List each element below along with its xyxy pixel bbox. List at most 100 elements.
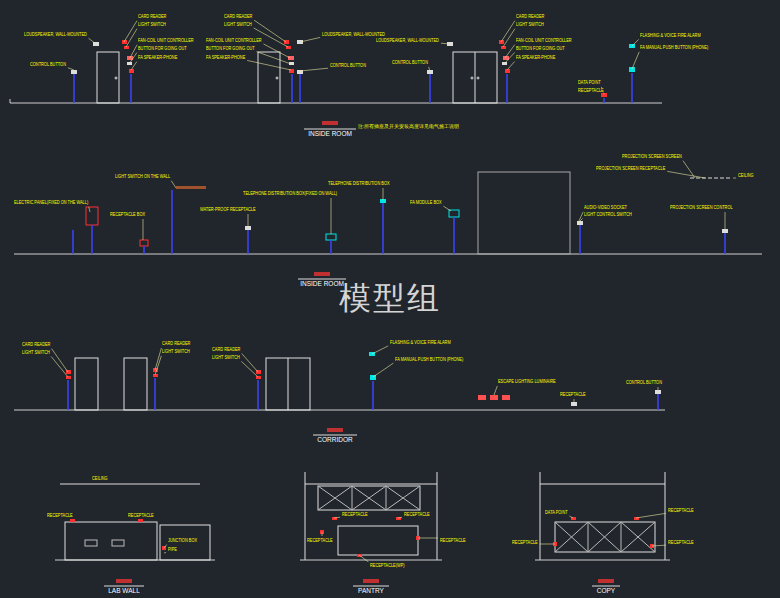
leader-line xyxy=(373,363,393,377)
corridor-elevation xyxy=(478,395,486,400)
title-marks xyxy=(598,579,614,583)
leader-line xyxy=(733,178,736,179)
leader-line xyxy=(164,552,166,554)
corridor-elevation xyxy=(153,374,158,377)
device-label: CEILING xyxy=(738,173,754,178)
inside-room-elevation xyxy=(429,74,431,103)
inside-room-elevation xyxy=(471,77,473,79)
device-label: LIGHT SWITCH xyxy=(212,355,240,360)
leader-line xyxy=(68,68,74,70)
inside-room-elevation xyxy=(276,77,278,79)
view-title: INSIDE ROOM xyxy=(300,281,344,288)
leader-line xyxy=(334,517,340,519)
title-marks xyxy=(322,121,338,125)
title-marks xyxy=(104,121,620,586)
inside-room-elevation xyxy=(122,40,127,44)
device-label: CARD READER xyxy=(224,14,252,19)
inside-room-elevation-2 xyxy=(171,190,173,254)
corridor-elevation xyxy=(68,378,658,410)
leader-line xyxy=(248,214,249,227)
title-marks xyxy=(298,279,346,280)
corridor-elevation xyxy=(372,381,374,410)
corridor-elevation xyxy=(571,402,577,406)
device-label: LIGHT SWITCH ON THE WALL xyxy=(115,174,170,179)
leader-line xyxy=(636,513,666,518)
leader-line xyxy=(241,361,258,377)
lab-wall-elevation xyxy=(112,540,124,546)
title-marks xyxy=(327,428,343,432)
device-label: FA SPEAKER-PHONE xyxy=(206,55,245,60)
device-label: FAN-COIL UNIT CONTROLLER xyxy=(206,38,262,43)
device-label: RECEPTACLE xyxy=(560,392,586,397)
corridor-elevation xyxy=(256,376,261,379)
note-text: 注:所有插座及开关安装高度详见电气施工说明 xyxy=(358,124,459,129)
corridor-elevation xyxy=(67,380,69,410)
leader-line xyxy=(331,198,332,234)
corridor-elevation xyxy=(657,394,659,410)
corridor-elevation xyxy=(66,352,661,406)
leader-line xyxy=(263,44,290,58)
corridor-elevation xyxy=(655,390,661,394)
leader-line xyxy=(632,52,639,69)
corridor-elevation xyxy=(14,410,665,411)
inside-room-elevation xyxy=(10,40,662,103)
inside-room-elevation xyxy=(10,99,11,103)
inside-room-elevation xyxy=(499,40,504,44)
pantry-elevation xyxy=(300,472,442,560)
copy-elevation xyxy=(540,484,665,485)
device-label: CARD READER xyxy=(162,341,190,346)
pantry-elevation xyxy=(320,517,420,557)
device-label: RECEPTACLE xyxy=(578,88,604,93)
copy-elevation xyxy=(555,522,655,552)
leader-line xyxy=(507,61,515,70)
leader-line xyxy=(300,68,328,71)
view-title: INSIDE ROOM xyxy=(308,131,352,138)
inside-room-elevation xyxy=(603,98,605,103)
inside-room-elevation xyxy=(74,73,632,103)
leader-line xyxy=(578,212,583,223)
device-label: RECEPTACLE BOX xyxy=(110,212,145,217)
corridor-elevation xyxy=(75,358,98,410)
leader-line xyxy=(171,181,176,188)
lab-wall-elevation xyxy=(60,484,200,485)
leader-line xyxy=(429,67,430,71)
device-label: PIPE xyxy=(168,547,177,552)
device-label: CARD READER xyxy=(516,14,544,19)
device-label: FA SPEAKER-PHONE xyxy=(516,55,555,60)
inside-room-elevation-2 xyxy=(176,186,206,189)
title-marks xyxy=(116,579,132,583)
device-label: BUTTON FOR GOING OUT xyxy=(138,46,187,51)
inside-room-elevation-2 xyxy=(140,240,148,246)
inside-room-elevation xyxy=(97,52,119,103)
title-marks xyxy=(313,435,357,436)
view-title: CORRIDOR xyxy=(317,437,352,444)
device-label: CONTROL BUTTON xyxy=(30,62,66,67)
device-label: LOUDSPEAKER, WALL-MOUNTED xyxy=(24,32,87,37)
device-label: LIGHT CONTROL SWITCH xyxy=(584,212,632,217)
lab-wall-elevation xyxy=(55,484,215,560)
title-marks xyxy=(304,129,356,130)
inside-room-elevation-2 xyxy=(453,217,455,254)
inside-room-elevation-2 xyxy=(14,254,762,255)
inside-room-elevation-2 xyxy=(330,240,332,254)
corridor-elevation xyxy=(257,380,259,410)
inside-room-elevation xyxy=(475,52,476,103)
pantry-elevation xyxy=(338,526,418,555)
leader-line xyxy=(540,544,555,545)
device-label: CEILING xyxy=(92,476,108,481)
device-label: RECEPTACLE xyxy=(512,540,538,545)
lab-wall-elevation xyxy=(65,522,157,560)
lab-wall-elevation xyxy=(85,540,97,546)
leader-line xyxy=(632,39,639,46)
device-label: CARD READER xyxy=(22,342,50,347)
inside-room-elevation-2 xyxy=(86,207,98,225)
inside-room-elevation-2 xyxy=(91,225,93,254)
device-label: RECEPTACLE(WP) xyxy=(370,563,405,568)
leader-line xyxy=(247,60,291,70)
inside-room-elevation-2 xyxy=(724,233,726,254)
inside-room-elevation-2 xyxy=(143,246,145,254)
pantry-elevation xyxy=(300,560,442,561)
corridor-elevation xyxy=(14,352,665,410)
